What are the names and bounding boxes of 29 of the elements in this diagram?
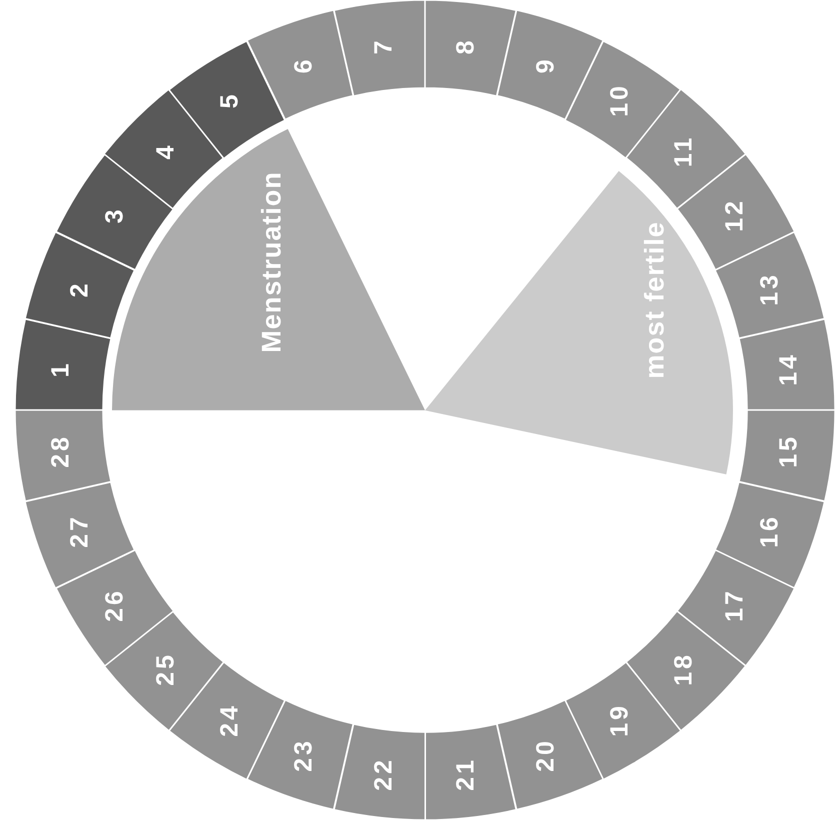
day-number: 26 (100, 588, 130, 622)
day-number: 20 (531, 738, 560, 772)
day-number: 24 (216, 702, 245, 737)
day-number: 12 (720, 198, 750, 232)
day-number: 4 (152, 142, 181, 160)
day-number: 23 (290, 738, 319, 772)
day-number: 2 (65, 280, 94, 298)
day-number: 25 (152, 652, 181, 686)
day-number: 9 (531, 56, 560, 73)
day-number: 10 (605, 83, 634, 117)
day-number: 18 (669, 652, 698, 686)
phase-label: Menstruation (256, 171, 288, 353)
day-number: 14 (774, 352, 804, 386)
day-number: 5 (216, 92, 245, 109)
day-number: 1 (46, 360, 76, 378)
day-number: 6 (290, 56, 319, 73)
day-number: 7 (370, 38, 399, 55)
day-number: 22 (370, 756, 399, 791)
day-number: 28 (46, 434, 76, 468)
day-number: 27 (65, 514, 94, 548)
day-number: 15 (774, 434, 804, 468)
day-number: 21 (451, 756, 480, 791)
day-number: 19 (605, 702, 634, 737)
day-number: 17 (720, 588, 750, 622)
day-number: 11 (669, 134, 698, 168)
day-number: 8 (451, 38, 480, 55)
day-number: 3 (100, 206, 130, 224)
day-number: 13 (756, 272, 785, 306)
day-number: 16 (756, 514, 785, 548)
